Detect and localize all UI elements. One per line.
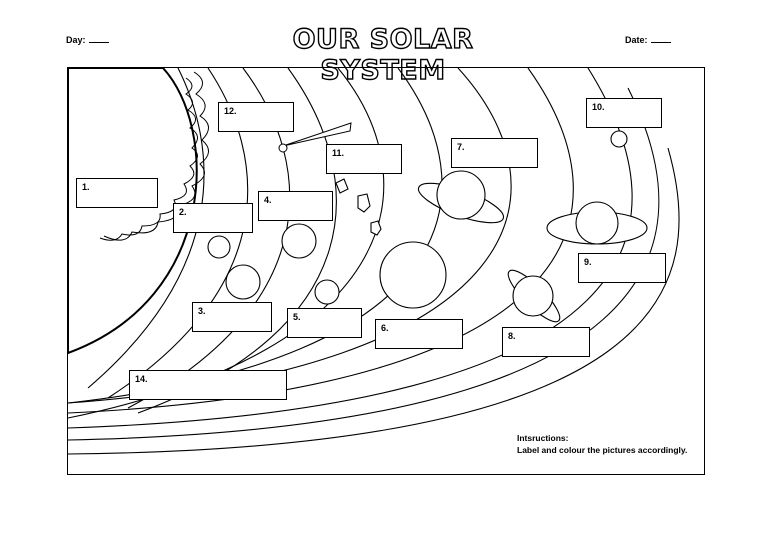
label-box-6[interactable]: 6.	[375, 319, 463, 349]
day-field: Day:	[66, 34, 109, 45]
orbit-11	[68, 147, 680, 455]
planet-jupiter	[379, 241, 447, 309]
label-box-5[interactable]: 5.	[287, 308, 362, 338]
asteroid-1	[335, 178, 349, 194]
label-box-1[interactable]: 1.	[76, 178, 158, 208]
planet-neptune	[575, 201, 619, 245]
asteroid-2	[357, 193, 371, 213]
sun-flares	[99, 71, 209, 241]
worksheet-frame: 1. 2. 3. 4. 5. 6. 7. 8. 9. 10. 11. 12. 1…	[67, 67, 705, 475]
planet-earth	[281, 223, 317, 259]
planet-mars	[314, 279, 340, 305]
page-title: OUR SOLAR SYSTEM	[228, 23, 538, 86]
instructions-text: Label and colour the pictures accordingl…	[517, 445, 688, 455]
label-box-4[interactable]: 4.	[258, 191, 333, 221]
date-field: Date:	[625, 34, 671, 45]
date-label: Date:	[625, 35, 648, 45]
label-box-7[interactable]: 7.	[451, 138, 538, 168]
day-blank[interactable]	[88, 34, 109, 43]
label-box-12[interactable]: 12.	[218, 102, 294, 132]
asteroid-3	[370, 220, 382, 236]
label-box-9[interactable]: 9.	[578, 253, 666, 283]
planet-uranus	[512, 275, 554, 317]
instructions: Intsructions: Label and colour the pictu…	[517, 432, 687, 456]
planet-saturn	[436, 170, 486, 220]
label-box-11[interactable]: 11.	[326, 144, 402, 174]
date-blank[interactable]	[650, 34, 671, 43]
day-label: Day:	[66, 35, 86, 45]
label-box-14[interactable]: 14.	[129, 370, 287, 400]
label-box-8[interactable]: 8.	[502, 327, 590, 357]
planet-venus	[225, 264, 261, 300]
label-box-10[interactable]: 10.	[586, 98, 662, 128]
planet-pluto	[610, 130, 628, 148]
label-box-3[interactable]: 3.	[192, 302, 272, 332]
label-box-2[interactable]: 2.	[173, 203, 253, 233]
page-title-text: OUR SOLAR SYSTEM	[292, 23, 474, 86]
comet	[278, 122, 352, 153]
planet-mercury	[207, 235, 231, 259]
instructions-heading: Intsructions:	[517, 433, 569, 443]
orbit-10	[68, 87, 660, 441]
